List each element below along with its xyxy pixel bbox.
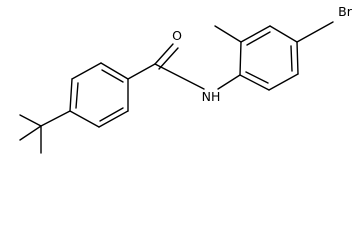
carbonyl-double-bond-a [154,43,174,65]
aniline-ring-bond-2-inner [246,31,271,46]
benzoyl-ring-bond-3-inner [101,69,124,83]
aniline-ring-bond-3 [269,25,298,43]
benzoyl-ring-bond-6 [69,110,100,128]
aniline-ring-bond-6-inner [245,71,269,84]
aniline-ring-bond-6 [239,74,270,91]
structure-canvas: O NH Br [19,4,353,154]
oxygen-label: O [172,28,182,43]
aniline-ring-bond-4-inner [290,45,293,72]
benzoyl-ring-bond-5-inner [99,107,124,122]
carbonyl-nitrogen-bond [154,63,205,90]
nitrogen-ring-bond [217,74,241,90]
bromine-bond [296,21,334,43]
ring-carbonyl-bond [127,63,156,80]
aniline-ring-bond-2 [240,25,271,43]
carbonyl-double-bond-b [158,47,179,70]
tbutyl-ring-bond [40,110,71,127]
benzoyl-ring-bond-2 [71,62,102,80]
benzoyl-ring-bond-3 [100,62,129,80]
benzoyl-ring-bond-5 [98,110,129,128]
aniline-ring-bond-5 [268,73,299,91]
benzoyl-ring-bond-1-inner [75,82,79,109]
aniline-ring-bond-4 [296,41,299,75]
tbutyl-methyl-bond-left [19,125,42,141]
bond-layer [19,21,334,154]
tbutyl-methyl-bond-top [19,114,42,127]
amide-nitrogen-label: NH [202,89,221,104]
aniline-ring-bond-1 [239,41,242,76]
bromine-label: Br [338,4,353,19]
benzoyl-ring-bond-1 [69,78,73,112]
molecule-drawing: O NH Br [19,4,353,154]
methyl-bond [214,25,242,43]
